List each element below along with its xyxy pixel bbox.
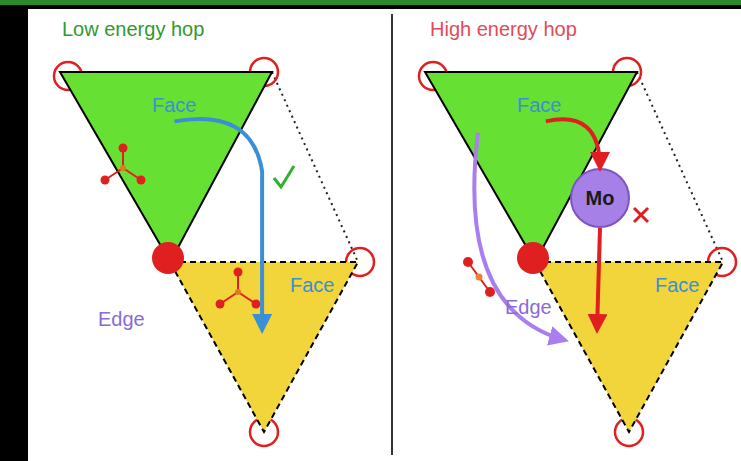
hop-arrow	[174, 119, 262, 330]
hop-arrow	[474, 133, 565, 340]
cross-mark	[634, 208, 648, 222]
edge-label: Edge	[98, 308, 145, 330]
edge-label: Edge	[505, 296, 552, 318]
atom-circle: Mo	[570, 168, 630, 228]
face-label: Face	[290, 274, 334, 296]
edge-site-dot	[517, 242, 549, 274]
molecule-icon	[216, 268, 261, 309]
molecule-icon	[101, 144, 146, 185]
panel-title: Low energy hop	[62, 18, 204, 40]
face-label: Face	[655, 274, 699, 296]
check-mark	[274, 166, 294, 187]
face-triangle: Face	[425, 72, 637, 262]
hop-arrow	[597, 228, 600, 330]
panel-title: High energy hop	[430, 18, 577, 40]
face-triangle: Face	[535, 262, 723, 432]
face-label: Face	[152, 94, 196, 116]
hop-arrow	[546, 119, 600, 168]
edge-site-dot	[152, 242, 184, 274]
atom-label: Mo	[586, 187, 615, 209]
face-label: Face	[517, 94, 561, 116]
face-triangle: Face	[60, 72, 272, 262]
